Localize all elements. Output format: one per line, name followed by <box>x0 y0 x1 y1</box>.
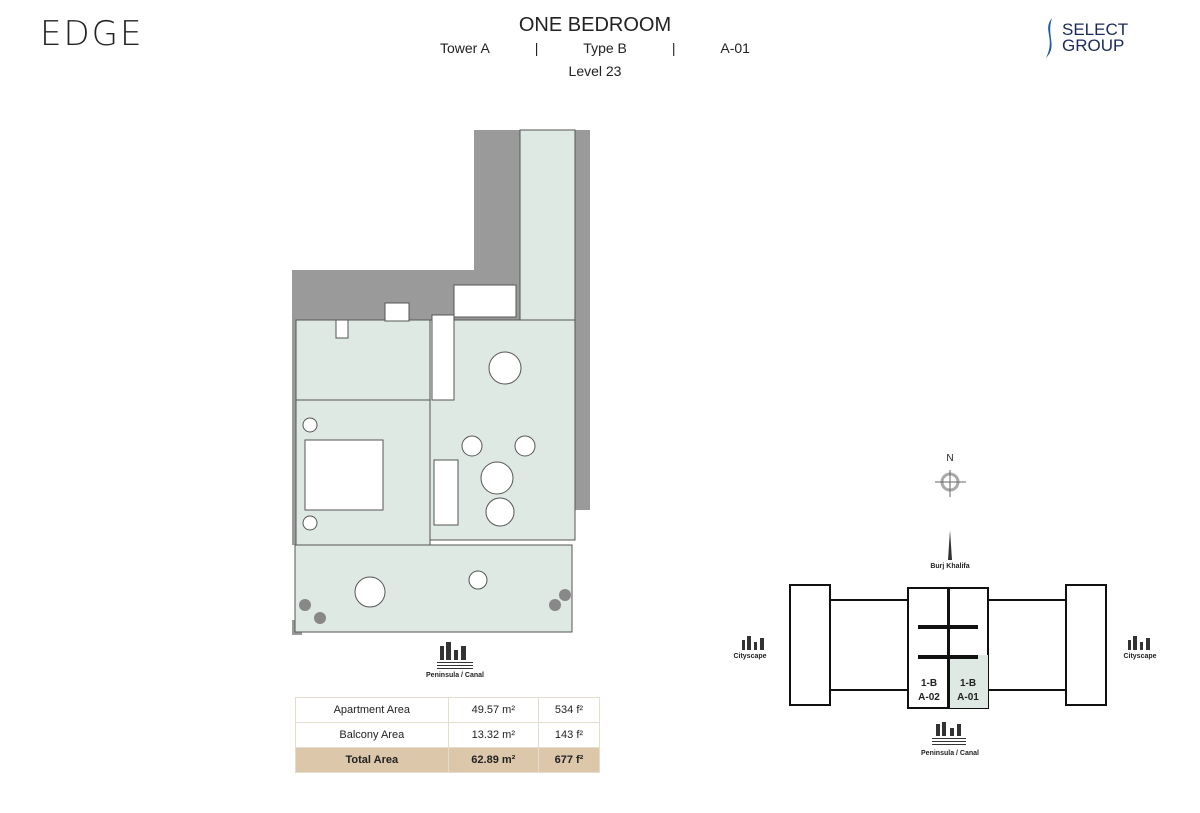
burj-khalifa-icon <box>948 530 952 560</box>
unit-a02: 1-B A-02 <box>912 677 946 705</box>
imperial-value: 677 f² <box>537 747 601 773</box>
peninsula-view-icon <box>932 722 966 745</box>
separator: | <box>671 40 676 56</box>
page-title: ONE BEDROOM <box>518 14 672 36</box>
cityscape-icon <box>1128 636 1150 650</box>
cityscape-icon <box>742 636 764 650</box>
tower-label: Tower A <box>440 40 490 56</box>
balcony-plants <box>299 589 571 624</box>
level-label: Level 23 <box>568 63 622 79</box>
logo-text: GROUP <box>1062 36 1125 55</box>
metric-value: 13.32 m² <box>447 722 539 748</box>
row-label: Apartment Area <box>295 697 449 723</box>
type-label: Type B <box>583 40 627 56</box>
row-label: Total Area <box>295 747 449 773</box>
separator: | <box>534 40 539 56</box>
unit-a01: 1-B A-01 <box>950 677 986 705</box>
metric-value: 62.89 m² <box>447 747 539 773</box>
compass-icon <box>935 470 966 497</box>
north-label: N <box>946 453 954 464</box>
flame-icon <box>1046 18 1052 58</box>
edge-logo: EDGE <box>40 14 144 54</box>
furniture <box>302 284 536 608</box>
unit-type: 1-B <box>959 678 977 689</box>
unit-code: A-02 <box>918 692 940 703</box>
burj-khalifa-label: Burj Khalifa <box>930 563 970 570</box>
unit-label: A-01 <box>720 40 750 56</box>
view-label: Peninsula / Canal <box>426 672 484 679</box>
peninsula-view-icon <box>437 642 473 669</box>
cityscape-label-left: Cityscape <box>733 653 767 660</box>
row-label: Balcony Area <box>295 722 449 748</box>
logo-text: SELECT <box>1062 20 1129 39</box>
peninsula-label: Peninsula / Canal <box>921 750 979 757</box>
unit-type: 1-B <box>920 678 938 689</box>
imperial-value: 534 f² <box>537 697 601 723</box>
unit-code: A-01 <box>957 692 979 703</box>
highlighted-unit <box>948 655 988 708</box>
unit-details: Tower A | Type B | A-01 <box>440 40 750 56</box>
core-walls <box>918 588 978 708</box>
cityscape-label-right: Cityscape <box>1123 653 1157 660</box>
